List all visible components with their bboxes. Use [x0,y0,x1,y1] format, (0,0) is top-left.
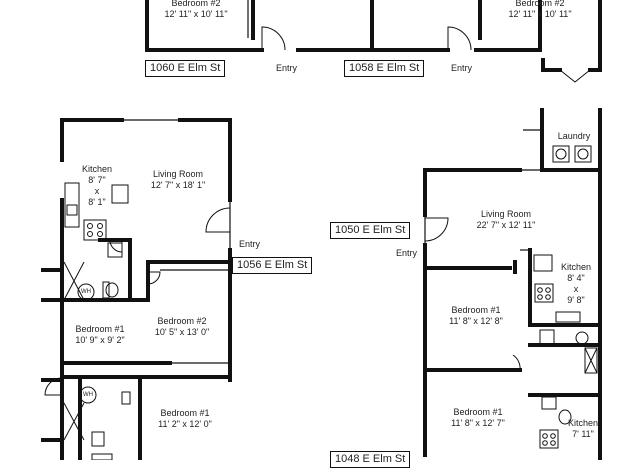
room-size: 11' 8" x 12' 8" [449,316,503,326]
room-name: Bedroom #1 [160,408,210,418]
address-label: 1050 E Elm St [330,222,411,239]
room-size: 11' 2" x 12' 0" [158,419,212,429]
room-label: Living Room 12' 7" x 18' 1" [151,169,205,191]
water-heater-label: WH [83,392,93,398]
room-label: Kitchen 8' 7" x 8' 1" [82,164,112,208]
room-name: Living Room [152,169,204,179]
room-name: Laundry [557,131,591,141]
room-size: 12' 11" x 10' 11" [508,9,572,19]
room-name: Bedroom #1 [75,324,125,334]
room-size: 8' 4" [567,273,585,283]
room-name: Bedroom #1 [453,407,503,417]
room-name: Kitchen [81,164,113,174]
entry-label: Entry [239,239,261,249]
room-size: 8' 7" [88,175,106,185]
room-label: Bedroom #1 10' 9" x 9' 2" [75,324,124,346]
room-name: Bedroom #2 [515,0,565,8]
room-size: 22' 7" x 12' 11" [476,220,536,230]
room-size: x [573,284,579,294]
room-name: Kitchen [567,418,599,428]
room-size: 8' 1" [88,197,106,207]
room-name: Living Room [480,209,532,219]
entry-label: Entry [396,248,418,258]
room-name: Bedroom #2 [157,316,207,326]
room-label: Bedroom #2 10' 5" x 13' 0" [155,316,209,338]
room-size: 9' 8" [567,295,585,305]
room-label: Bedroom #1 11' 8" x 12' 8" [449,305,503,327]
room-name: Kitchen [560,262,592,272]
address-label: 1058 E Elm St [344,60,425,77]
room-label: Bedroom #2 12' 11" x 10' 11" [164,0,227,20]
room-size: 10' 9" x 9' 2" [75,335,125,345]
room-size: x [94,186,100,196]
room-label: Bedroom #1 11' 8" x 12' 7" [451,407,505,429]
room-name: Bedroom #2 [171,0,221,8]
room-size: 7' 11" [572,429,594,439]
entry-label: Entry [276,63,298,73]
room-size: 10' 5" x 13' 0" [154,327,210,337]
room-label: Kitchen 7' 11" [568,418,598,440]
room-label: Bedroom #1 11' 2" x 12' 0" [158,408,212,430]
room-size: 12' 11" x 10' 11" [164,9,228,19]
room-name: Bedroom #1 [451,305,501,315]
water-heater-label: WH [81,289,91,295]
address-label: 1056 E Elm St [232,257,313,274]
room-label: Bedroom #2 12' 11" x 10' 11" [508,0,571,20]
entry-label: Entry [451,63,473,73]
room-size: 11' 8" x 12' 7" [451,418,505,428]
room-size: 12' 7" x 18' 1" [150,180,206,190]
room-label: Kitchen 8' 4" x 9' 8" [561,262,591,306]
room-label: Laundry [558,131,591,142]
room-label: Living Room 22' 7" x 12' 11" [477,209,536,231]
address-label: 1060 E Elm St [145,60,226,77]
